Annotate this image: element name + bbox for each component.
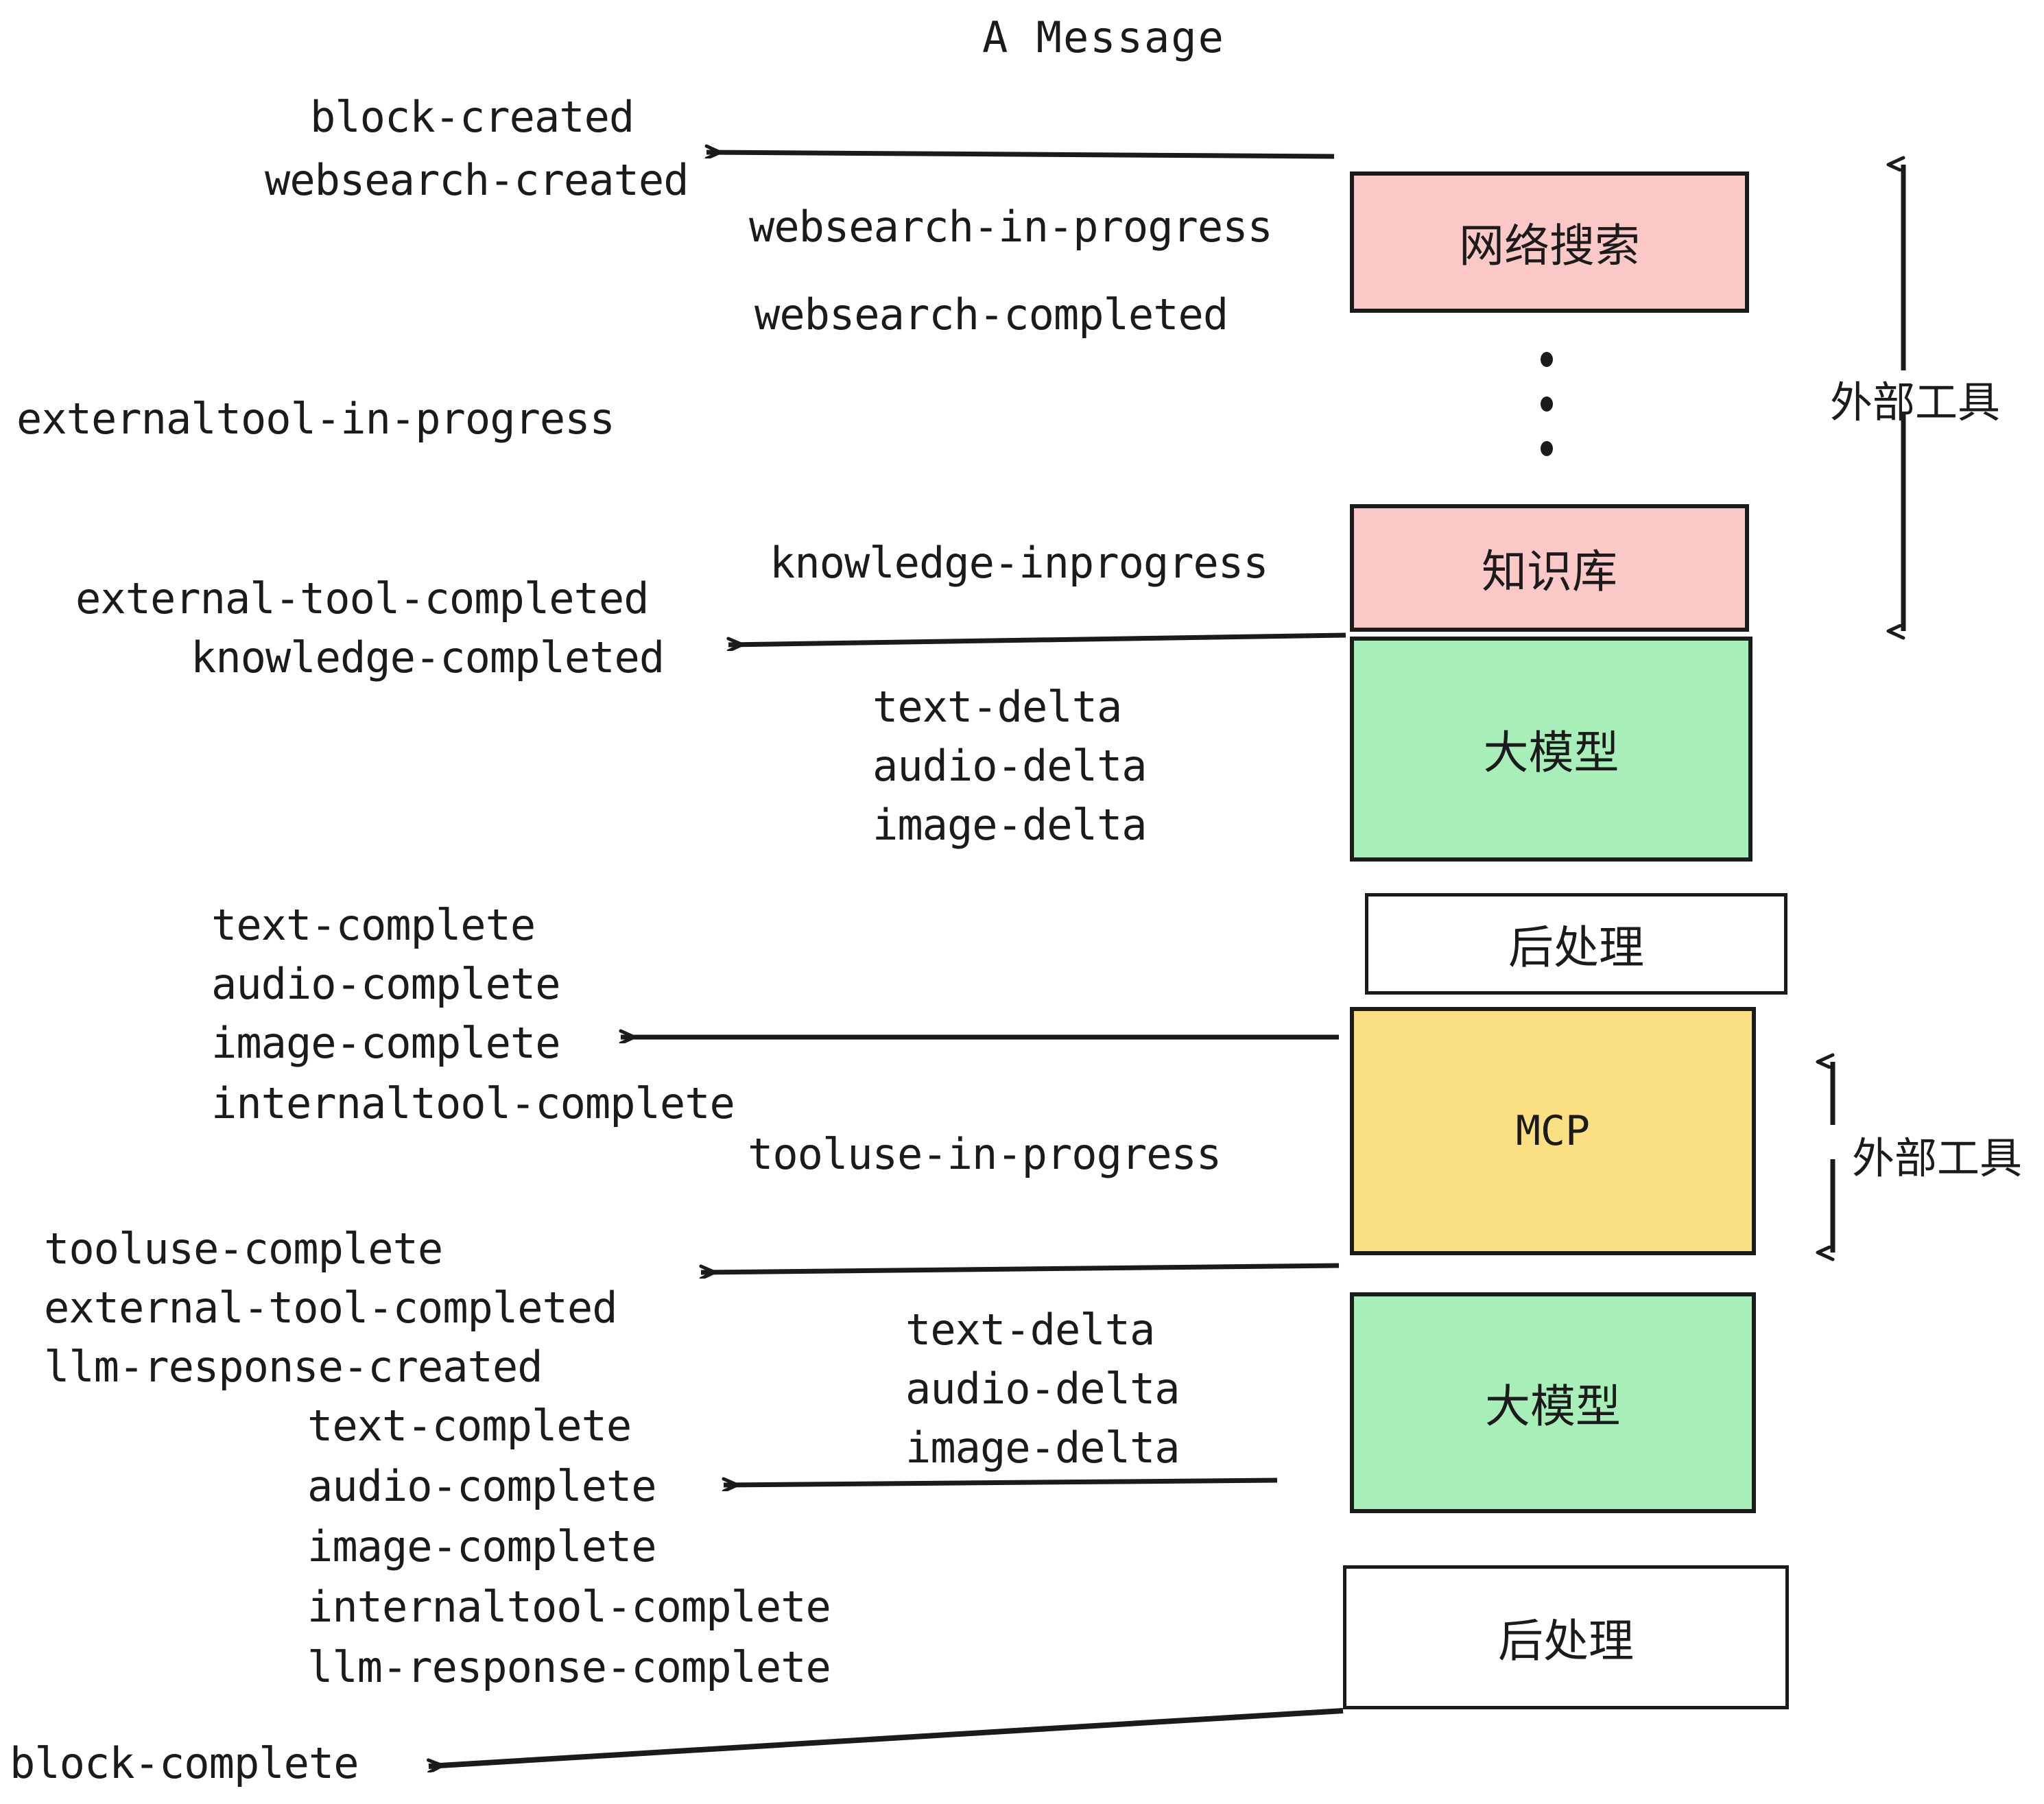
box-websearch-label: 网络搜索 (1459, 219, 1640, 272)
event-external-tool-completed-1: external-tool-completed (75, 573, 650, 624)
box-llm-top[interactable]: 大模型 (1350, 637, 1752, 862)
event-audio-complete-2: audio-complete (307, 1461, 657, 1511)
arrow-websearch-to-events (706, 152, 1335, 159)
ellipsis-dot-2 (1541, 396, 1553, 412)
box-llm-bottom-label: 大模型 (1485, 1380, 1621, 1433)
event-websearch-completed: websearch-completed (754, 289, 1228, 340)
event-tooluse-complete: tooluse-complete (44, 1224, 443, 1274)
event-block-created: block-created (310, 92, 634, 142)
page-title: A Message (982, 12, 1225, 62)
event-websearch-created: websearch-created (265, 155, 689, 205)
ellipsis-dot-1 (1541, 352, 1553, 367)
box-mcp-label: MCP (1515, 1107, 1591, 1155)
box-mcp[interactable]: MCP (1350, 1007, 1756, 1255)
event-audio-complete-1: audio-complete (211, 959, 561, 1009)
event-audio-delta-1: audio-delta (872, 741, 1148, 791)
event-llm-response-created: llm-response-created (44, 1342, 543, 1392)
event-text-complete-2: text-complete (307, 1401, 632, 1451)
arrow-llm-bottom-to-events (724, 1480, 1278, 1485)
box-knowledge[interactable]: 知识库 (1350, 504, 1749, 632)
box-knowledge-label: 知识库 (1482, 545, 1617, 598)
event-block-complete: block-complete (10, 1738, 359, 1788)
ellipsis-dot-3 (1541, 441, 1553, 456)
event-knowledge-inprogress: knowledge-inprogress (770, 538, 1269, 588)
external-tool-label-top: 外部工具 (1830, 377, 2001, 427)
event-externaltool-in-progress: externaltool-in-progress (16, 394, 615, 444)
box-websearch[interactable]: 网络搜索 (1350, 171, 1749, 313)
event-image-delta-2: image-delta (905, 1423, 1180, 1473)
event-text-delta-2: text-delta (905, 1305, 1155, 1355)
arrow-mcp-to-events (701, 1263, 1340, 1272)
arrow-postprocess-to-block-complete (429, 1708, 1344, 1766)
event-image-delta-1: image-delta (872, 800, 1148, 850)
event-knowledge-completed: knowledge-completed (191, 632, 665, 683)
event-llm-response-complete: llm-response-complete (307, 1642, 831, 1692)
event-internaltool-complete-2: internaltool-complete (307, 1582, 831, 1632)
event-text-delta-1: text-delta (872, 682, 1122, 732)
event-image-complete-1: image-complete (211, 1018, 561, 1068)
box-postprocess-top[interactable]: 后处理 (1365, 893, 1787, 995)
box-postprocess-bottom-label: 后处理 (1498, 1615, 1634, 1667)
box-llm-bottom[interactable]: 大模型 (1350, 1292, 1756, 1513)
event-tooluse-in-progress: tooluse-in-progress (748, 1129, 1222, 1179)
box-postprocess-bottom[interactable]: 后处理 (1343, 1565, 1789, 1709)
box-postprocess-top-label: 后处理 (1508, 921, 1644, 974)
box-llm-top-label: 大模型 (1483, 726, 1619, 779)
arrow-knowledge-to-events (728, 632, 1346, 645)
event-image-complete-2: image-complete (307, 1521, 657, 1571)
event-text-complete-1: text-complete (211, 900, 536, 950)
event-websearch-in-progress: websearch-in-progress (749, 202, 1273, 252)
event-internaltool-complete-1: internaltool-complete (211, 1078, 735, 1128)
event-external-tool-completed-2: external-tool-completed (44, 1283, 618, 1333)
external-tool-label-bottom: 外部工具 (1852, 1133, 2023, 1183)
event-audio-delta-2: audio-delta (905, 1364, 1180, 1414)
